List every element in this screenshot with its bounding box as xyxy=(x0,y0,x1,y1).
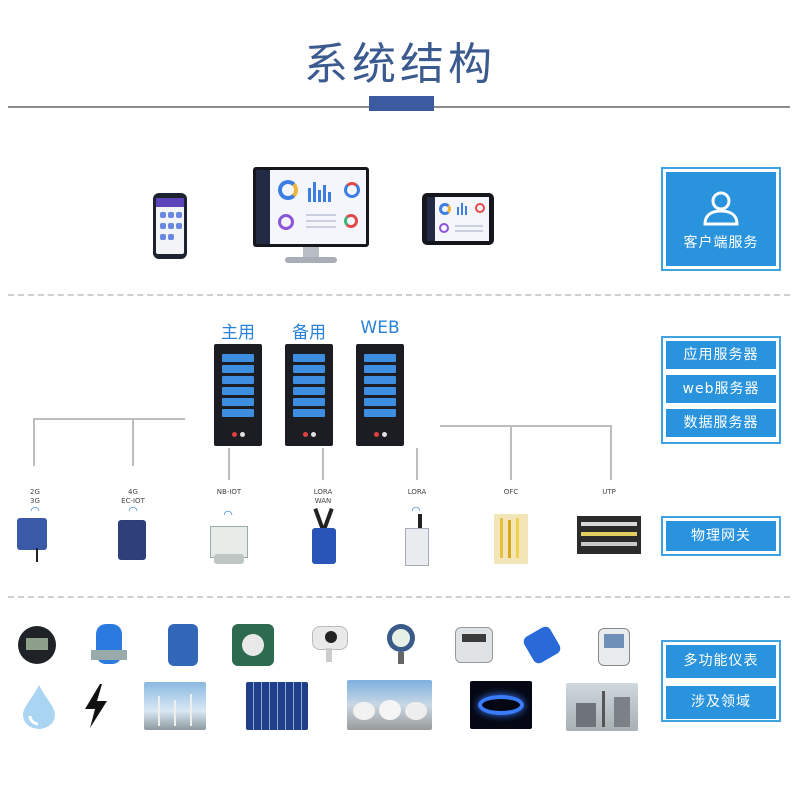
meter-1 xyxy=(18,626,56,664)
solar-panel-image xyxy=(246,682,308,730)
gateway-label-lora: LORA xyxy=(407,488,427,496)
tablet-device xyxy=(422,193,494,245)
title-accent-bar xyxy=(369,96,434,111)
meter-2-pipe xyxy=(91,650,127,660)
server-label-primary: 主用 xyxy=(221,323,255,343)
antenna-icon xyxy=(322,507,334,531)
gas-flame-image xyxy=(470,681,532,729)
gateway-device-4g xyxy=(118,520,146,560)
section-divider-1 xyxy=(8,294,790,296)
connector-v-4 xyxy=(322,448,324,480)
wifi-icon: ◠ xyxy=(30,504,40,517)
client-service-label: 客户端服务 xyxy=(683,235,759,251)
server-label-backup: 备用 xyxy=(292,323,326,343)
lightning-icon xyxy=(85,684,107,728)
meter-4 xyxy=(232,624,274,666)
field-box: 多功能仪表 涉及领域 xyxy=(661,640,781,722)
connector-v-1 xyxy=(33,418,35,466)
wind-farm-image xyxy=(144,682,206,730)
connector-v-5 xyxy=(416,448,418,480)
server-web xyxy=(356,344,404,446)
substation-image xyxy=(566,683,638,731)
user-icon xyxy=(703,191,739,226)
meters-label: 多功能仪表 xyxy=(666,645,776,678)
data-server-label: 数据服务器 xyxy=(666,409,776,437)
server-services-box: 应用服务器 web服务器 数据服务器 xyxy=(661,336,781,444)
connector-v-3 xyxy=(228,448,230,480)
client-service-box: 客户端服务 xyxy=(661,167,781,271)
gateway-label-nbiot: NB-IOT xyxy=(216,488,242,496)
phone-device xyxy=(153,193,187,259)
server-backup xyxy=(285,344,333,446)
gateway-device-utp xyxy=(577,516,641,554)
meter-6-stem xyxy=(398,652,404,664)
connector-v-2 xyxy=(132,418,134,466)
desktop-monitor xyxy=(253,167,369,247)
section-divider-2 xyxy=(8,596,790,598)
connector-v-7 xyxy=(610,425,612,480)
page-title: 系统结构 xyxy=(304,39,496,90)
meter-6 xyxy=(387,624,415,652)
connector-left xyxy=(33,418,185,420)
monitor-base xyxy=(285,257,337,263)
wifi-icon: ◠ xyxy=(128,504,138,517)
gateway-box: 物理网关 xyxy=(661,516,781,556)
gateway-device-lora xyxy=(405,528,429,566)
water-drop-icon xyxy=(23,685,55,729)
wifi-icon: ◠ xyxy=(223,508,233,521)
connector-v-6 xyxy=(510,425,512,480)
app-server-label: 应用服务器 xyxy=(666,341,776,369)
server-primary xyxy=(214,344,262,446)
meter-8 xyxy=(521,624,563,666)
gateway-device-ofc xyxy=(494,514,528,564)
connector-right xyxy=(440,425,612,427)
gateway-label: 物理网关 xyxy=(666,521,776,551)
meter-9 xyxy=(598,628,630,666)
monitor-neck xyxy=(303,247,319,257)
meter-5-mount xyxy=(326,648,332,662)
domains-label: 涉及领域 xyxy=(666,686,776,719)
antenna-icon xyxy=(418,514,422,530)
antenna-cable xyxy=(36,548,50,562)
nbiot-sensor xyxy=(214,554,244,564)
meter-7 xyxy=(455,627,493,663)
gateway-device-lorawan xyxy=(312,528,336,564)
meter-5 xyxy=(312,626,348,650)
meter-3 xyxy=(168,624,198,666)
gateway-label-ofc: OFC xyxy=(503,488,519,496)
gateway-label-utp: UTP xyxy=(602,488,616,496)
web-server-label: web服务器 xyxy=(666,375,776,403)
gas-storage-image xyxy=(347,680,432,730)
gateway-device-2g xyxy=(17,518,47,550)
wifi-icon: ◠ xyxy=(411,504,421,517)
server-label-web: WEB xyxy=(360,318,400,338)
